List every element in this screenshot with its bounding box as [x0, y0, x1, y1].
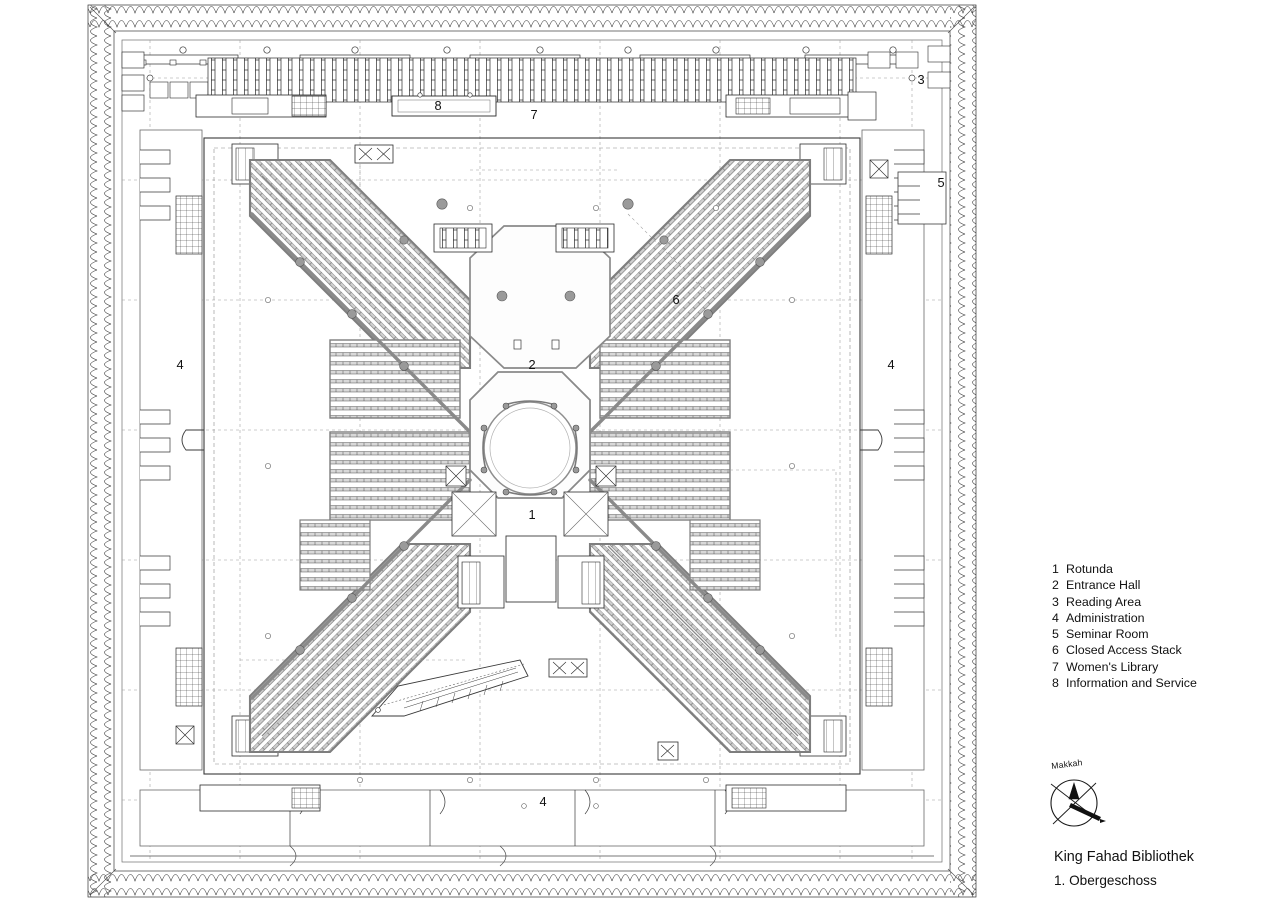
legend-item-2: 2 Entrance Hall: [1052, 577, 1252, 593]
label-7-womens: 7: [530, 107, 537, 122]
label-3-reading: 3: [917, 72, 924, 87]
legend-item-label: Closed Access Stack: [1066, 643, 1182, 658]
legend-item-number: 2: [1052, 578, 1059, 593]
qibla-tip-icon: [1100, 819, 1106, 823]
service-counters-top: [195, 91, 877, 121]
closed-access-stacks: [248, 158, 812, 754]
plan-symbols: [181, 144, 883, 809]
compass-crosshair-b: [1052, 782, 1097, 825]
north-arrow-icon: [1068, 781, 1080, 800]
legend-item-3: 3 Reading Area: [1052, 594, 1252, 610]
legend-item-label: Reading Area: [1066, 594, 1142, 609]
legend-item-label: Administration: [1066, 610, 1145, 625]
seminar-room-block: [897, 171, 947, 225]
label-2-entrance: 2: [528, 357, 535, 372]
stack-wing-sw: [248, 542, 472, 754]
legend-item-label: Information and Service: [1066, 676, 1197, 691]
legend-item-label: Seminar Room: [1066, 627, 1149, 642]
label-1-rotunda: 1: [528, 507, 535, 522]
stack-wing-se: [588, 542, 812, 754]
legend-item-6: 6 Closed Access Stack: [1052, 642, 1252, 658]
escalator-south: [371, 659, 529, 717]
stack-wing-nw: [248, 158, 472, 370]
legend-item-number: 7: [1052, 659, 1059, 674]
legend-item-number: 8: [1052, 676, 1059, 691]
legend-item-number: 6: [1052, 643, 1059, 658]
stack-wing-ne: [588, 158, 812, 370]
core-stairs-lifts: [445, 465, 617, 609]
zone-perimeter-wings: [130, 129, 947, 867]
site-perimeter: [87, 4, 977, 898]
label-4-left: 4: [176, 357, 183, 372]
zone-womens-library: [121, 45, 951, 121]
label-4-bottom: 4: [539, 794, 546, 809]
zone-entrance-hall: [399, 198, 669, 369]
legend-item-number: 5: [1052, 627, 1059, 642]
legend-item-5: 5 Seminar Room: [1052, 626, 1252, 642]
plan-number-labels: 8 7 3 5 6 4 4 2 1 4: [176, 72, 944, 809]
legend-item-4: 4 Administration: [1052, 610, 1252, 626]
compass-svg: [1050, 779, 1106, 827]
legend-item-label: Rotunda: [1066, 562, 1113, 576]
legend-item-number: 3: [1052, 594, 1059, 609]
label-4-right: 4: [887, 357, 894, 372]
drawing-subtitle: 1. Obergeschoss: [1054, 873, 1157, 888]
library-building-outline: [203, 137, 861, 775]
furniture-reading-top-right: [867, 45, 951, 89]
label-5-seminar: 5: [937, 175, 944, 190]
legend-item-1: 1 Rotunda: [1052, 561, 1252, 577]
legend-item-7: 7 Women's Library: [1052, 659, 1252, 675]
legend-item-label: Entrance Hall: [1066, 578, 1141, 593]
title-block: King Fahad Bibliothek 1. Obergeschoss: [1054, 846, 1274, 892]
zone-rotunda: [469, 371, 591, 603]
compass-circle: [1050, 779, 1098, 827]
compass-rose: Makkah: [1036, 757, 1126, 838]
legend-item-number: 1: [1052, 562, 1059, 576]
label-8-information: 8: [434, 98, 441, 113]
drawing-title: King Fahad Bibliothek: [1054, 849, 1194, 865]
label-6-stack: 6: [672, 292, 679, 307]
qibla-bar-icon: [1069, 803, 1101, 821]
legend-item-label: Women's Library: [1066, 659, 1159, 674]
information-desk: [391, 92, 497, 117]
bottom-service-cores: [199, 784, 847, 812]
legend-item-number: 4: [1052, 610, 1059, 625]
legend: 1 Rotunda 2 Entrance Hall 3 Reading Area 4 Admi…: [1052, 561, 1252, 691]
legend-item-8: 8 Information and Service: [1052, 675, 1252, 691]
